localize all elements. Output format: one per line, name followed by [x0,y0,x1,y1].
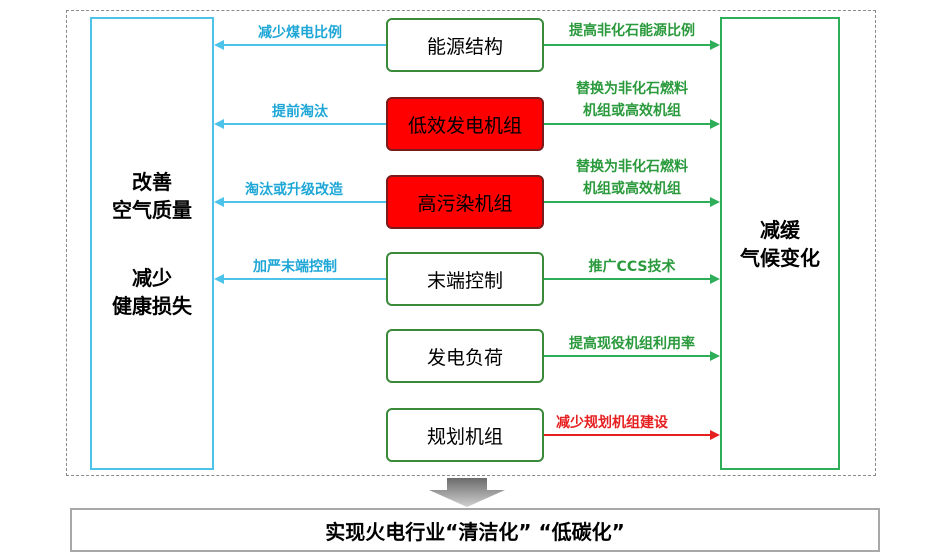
dashed-frame [66,10,876,476]
goal-line: 减少 [132,265,172,290]
goal-line: 改善 [132,169,172,194]
measure-box-energy-structure: 能源结构 [386,18,544,72]
left-action-label: 淘汰或升级改造 [245,182,343,198]
right-action-label: 替换为非化石燃料 机组或高效机组 [576,81,688,119]
right-action-label: 减少规划机组建设 [556,415,668,431]
measure-box-end-control: 末端控制 [386,252,544,306]
down-arrow-icon [429,478,505,507]
measure-box-generation-load: 发电负荷 [386,329,544,383]
right-action-label: 提高非化石能源比例 [569,23,695,39]
goal-climate-box: 减缓 气候变化 [720,17,840,470]
left-action-label: 减少煤电比例 [258,25,342,41]
conclusion-box: 实现火电行业“清洁化” “低碳化” [70,508,880,552]
goal-line: 气候变化 [740,245,820,270]
goal-line: 空气质量 [112,197,192,222]
goal-line: 健康损失 [112,293,192,318]
goal-air-quality-box: 改善 空气质量 减少 健康损失 [90,17,214,470]
right-action-label: 替换为非化石燃料 机组或高效机组 [576,159,688,197]
left-action-label: 加严末端控制 [253,259,337,275]
goal-line: 减缓 [760,217,800,242]
right-action-label: 推广CCS技术 [588,259,676,275]
measure-box-inefficient-units: 低效发电机组 [386,97,544,151]
left-action-label: 提前淘汰 [272,104,328,120]
right-action-label: 提高现役机组利用率 [569,336,695,352]
measure-box-planned-units: 规划机组 [386,408,544,462]
measure-box-high-pollution-units: 高污染机组 [386,175,544,229]
